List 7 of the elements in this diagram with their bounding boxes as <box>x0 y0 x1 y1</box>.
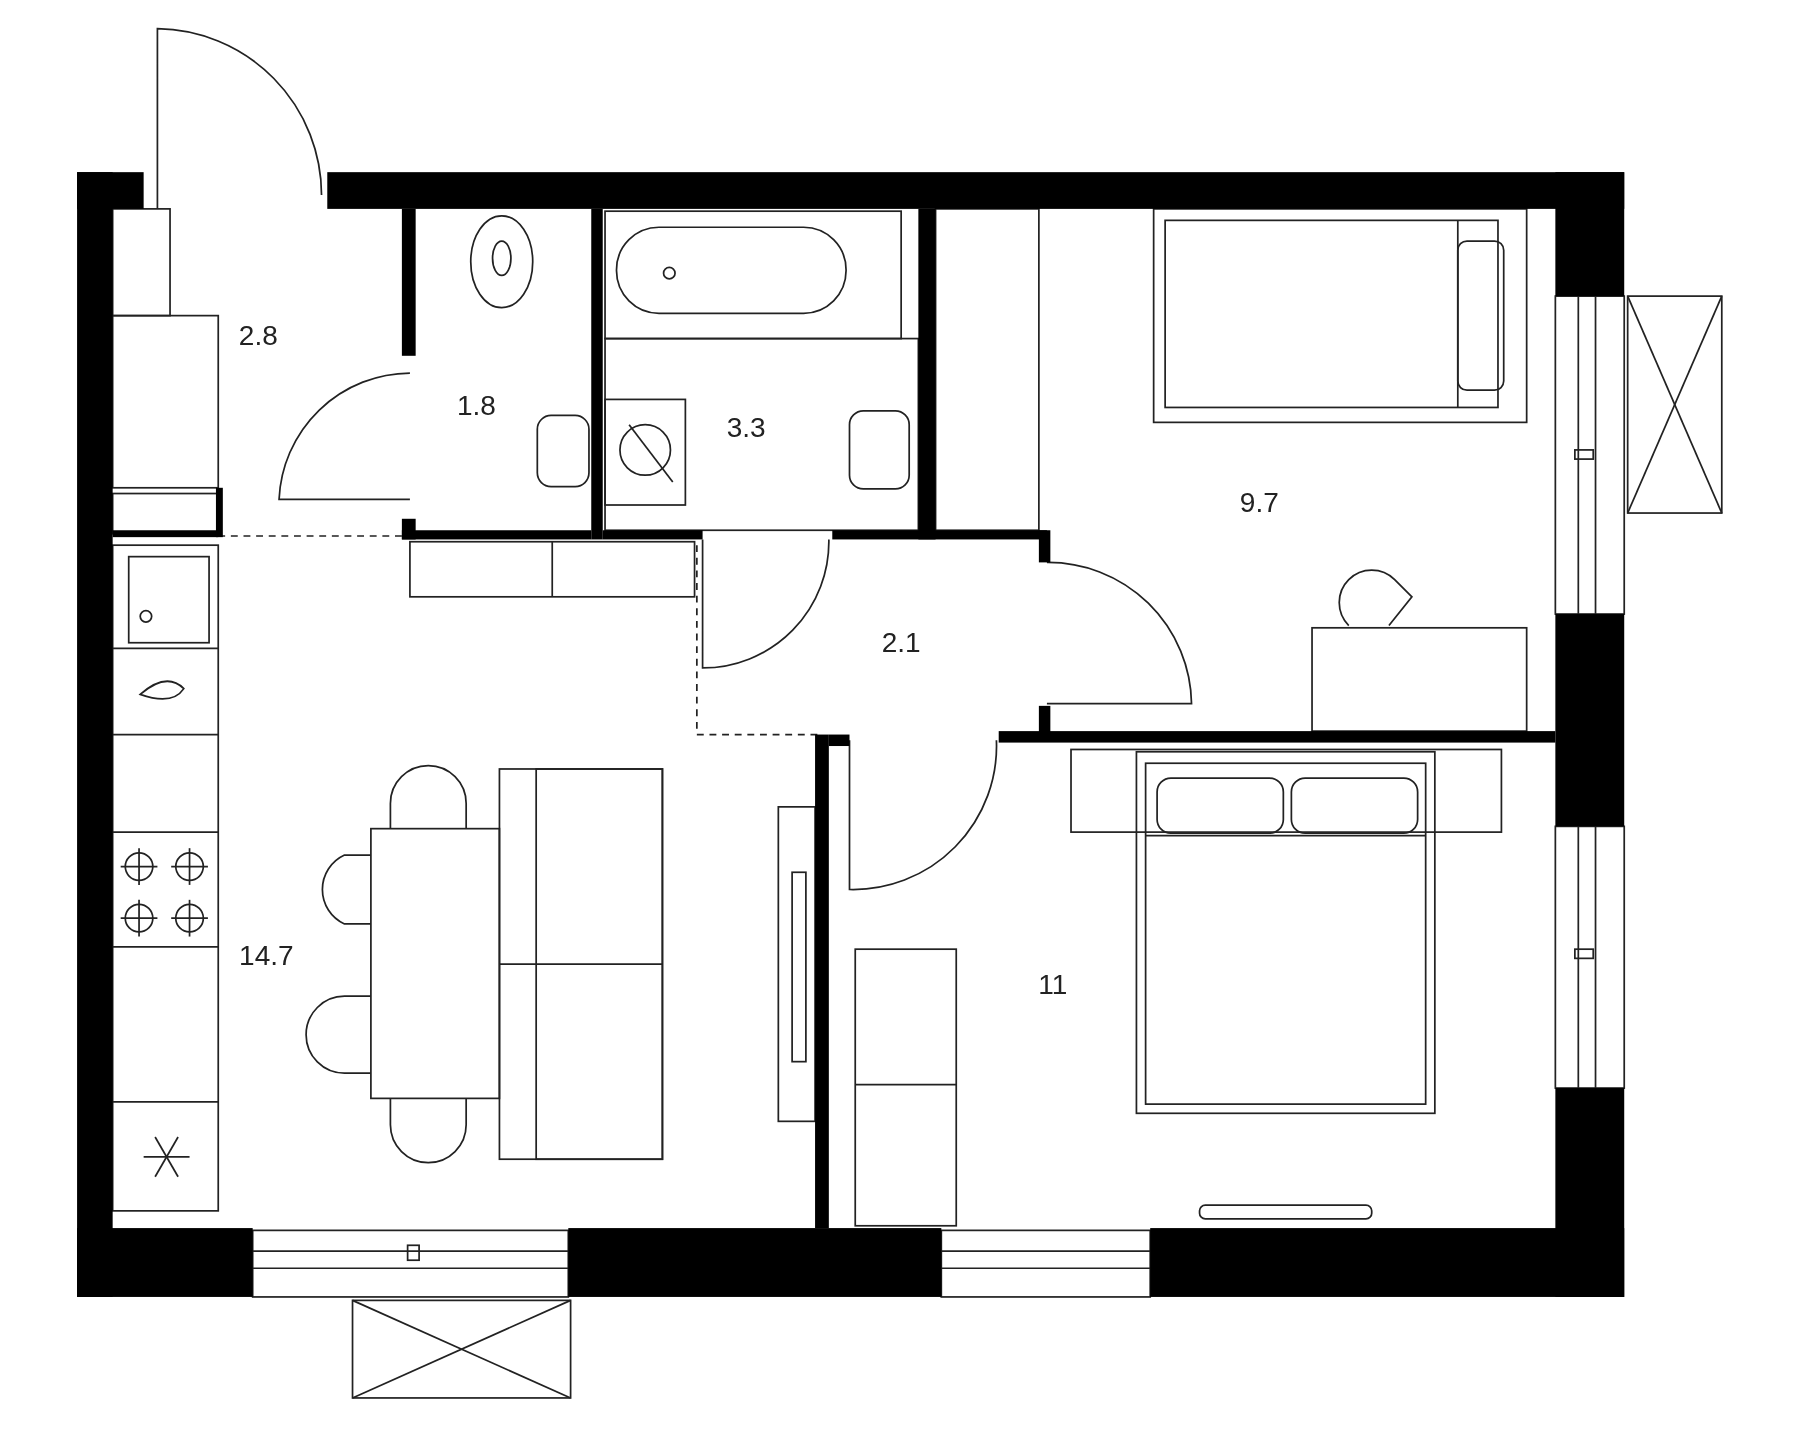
room-area-label: 14.7 <box>239 940 294 973</box>
room-area-label: 11 <box>1038 968 1068 1001</box>
room-area-label: 3.3 <box>726 412 766 445</box>
room-area-label: 2.1 <box>881 626 921 659</box>
room-area-label: 1.8 <box>456 390 496 423</box>
room-area-label: 9.7 <box>1239 486 1279 519</box>
room-area-label: 2.8 <box>238 320 278 353</box>
